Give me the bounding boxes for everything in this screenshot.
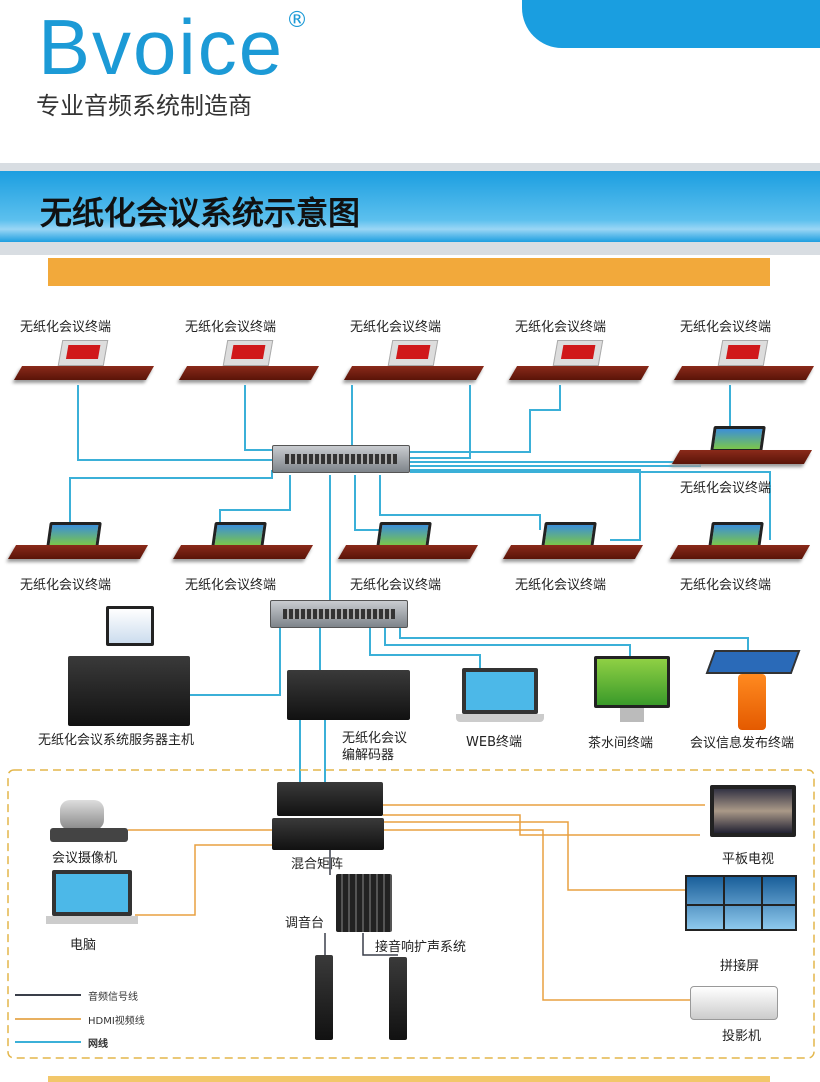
pc-laptop-icon bbox=[52, 870, 132, 916]
speaker-icon bbox=[389, 957, 407, 1040]
desk-icon bbox=[673, 366, 815, 380]
terminal-label: 无纸化会议终端 bbox=[680, 578, 772, 593]
brand-tagline: 专业音频系统制造商 bbox=[36, 92, 252, 120]
terminal-label: 无纸化会议终端 bbox=[680, 481, 772, 496]
projector-icon bbox=[690, 986, 778, 1020]
terminal-label: 无纸化会议终端 bbox=[20, 320, 112, 335]
kiosk-stand bbox=[738, 674, 766, 730]
matrix-label: 混合矩阵 bbox=[291, 857, 344, 872]
matrix-icon bbox=[272, 818, 384, 850]
title-band bbox=[0, 163, 820, 255]
terminal-label: 无纸化会议终端 bbox=[20, 578, 112, 593]
nameplate-icon bbox=[222, 340, 274, 366]
desk-icon bbox=[502, 545, 644, 559]
desk-icon bbox=[172, 545, 314, 559]
imac-stand bbox=[620, 708, 644, 722]
tv-icon bbox=[710, 785, 796, 837]
codec-label: 无纸化会议 bbox=[342, 731, 408, 746]
desk-icon bbox=[178, 366, 320, 380]
desk-icon bbox=[337, 545, 479, 559]
pc-label: 电脑 bbox=[70, 938, 97, 953]
legend-hdmi-line bbox=[15, 1018, 81, 1020]
legend-label: 网线 bbox=[88, 1039, 108, 1050]
nameplate-icon bbox=[552, 340, 604, 366]
nameplate-icon bbox=[57, 340, 109, 366]
terminal-label: 无纸化会议终端 bbox=[350, 320, 442, 335]
kiosk-screen-icon bbox=[705, 650, 801, 674]
mixer-label: 调音台 bbox=[285, 916, 325, 931]
terminal-label: 无纸化会议终端 bbox=[185, 320, 277, 335]
projector-label: 投影机 bbox=[722, 1029, 762, 1044]
codec-label: 编解码器 bbox=[342, 748, 395, 763]
tablet-screen-icon bbox=[710, 426, 766, 452]
laptop-icon bbox=[462, 668, 538, 714]
speaker-icon bbox=[315, 955, 333, 1040]
terminal-label: 无纸化会议终端 bbox=[515, 320, 607, 335]
matrix-icon bbox=[277, 782, 383, 816]
terminal-label: 无纸化会议终端 bbox=[350, 578, 442, 593]
desk-icon bbox=[508, 366, 650, 380]
camera-base bbox=[50, 828, 128, 842]
camera-label: 会议摄像机 bbox=[52, 851, 118, 866]
registered-mark: ® bbox=[286, 8, 308, 33]
legend-network-line bbox=[15, 1041, 81, 1043]
page-title: 无纸化会议系统示意图 bbox=[40, 194, 361, 232]
terminal-label: 无纸化会议终端 bbox=[185, 578, 277, 593]
terminal-label: 无纸化会议终端 bbox=[680, 320, 772, 335]
legend-audio-line bbox=[15, 994, 81, 996]
sound-label: 接音响扩声系统 bbox=[375, 940, 467, 955]
nameplate-icon bbox=[387, 340, 439, 366]
nameplate-icon bbox=[717, 340, 769, 366]
legend-label: 音频信号线 bbox=[88, 992, 138, 1003]
corner-decoration bbox=[522, 0, 820, 48]
server-label: 无纸化会议系统服务器主机 bbox=[38, 733, 195, 748]
orange-band bbox=[48, 258, 770, 286]
imac-icon bbox=[594, 656, 670, 708]
server-icon bbox=[68, 656, 190, 726]
laptop-base bbox=[456, 714, 544, 722]
wall-label: 拼接屏 bbox=[720, 959, 760, 974]
network-switch-secondary bbox=[270, 600, 408, 628]
desk-icon bbox=[13, 366, 155, 380]
desk-icon bbox=[671, 450, 813, 464]
desk-icon bbox=[343, 366, 485, 380]
camera-icon bbox=[60, 800, 104, 830]
terminal-label: 无纸化会议终端 bbox=[515, 578, 607, 593]
info-label: 会议信息发布终端 bbox=[690, 736, 795, 751]
tea-label: 茶水间终端 bbox=[588, 736, 654, 751]
video-wall-icon bbox=[685, 875, 797, 931]
mixer-icon bbox=[336, 874, 392, 932]
desk-icon bbox=[7, 545, 149, 559]
tv-label: 平板电视 bbox=[722, 852, 775, 867]
web-label: WEB终端 bbox=[466, 735, 522, 750]
desk-icon bbox=[669, 545, 811, 559]
brand-logo: Bvoice bbox=[38, 3, 285, 91]
network-switch-main bbox=[272, 445, 410, 473]
pc-laptop-base bbox=[46, 916, 138, 924]
legend-label: HDMI视频线 bbox=[88, 1016, 145, 1027]
codec-icon bbox=[287, 670, 410, 720]
monitor-icon bbox=[106, 606, 154, 646]
